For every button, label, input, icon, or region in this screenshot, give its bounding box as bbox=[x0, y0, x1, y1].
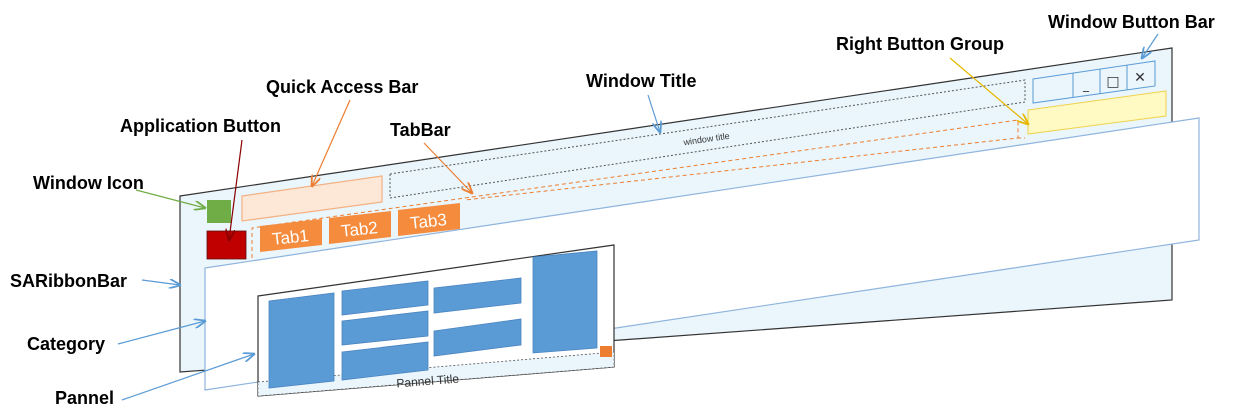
application-button[interactable] bbox=[206, 230, 247, 260]
pannel-large-button[interactable] bbox=[268, 292, 335, 389]
label-quick-access-bar: Quick Access Bar bbox=[266, 77, 418, 97]
tab-tab1[interactable]: Tab1 bbox=[260, 219, 322, 252]
arrow-window-icon bbox=[135, 189, 205, 208]
tab-label: Tab3 bbox=[409, 210, 448, 233]
arrow-pannel bbox=[121, 354, 254, 401]
label-pannel: Pannel bbox=[55, 388, 114, 408]
label-window-button-bar: Window Button Bar bbox=[1048, 12, 1215, 32]
pannel-small-button[interactable] bbox=[341, 280, 429, 316]
tab-label: Tab2 bbox=[340, 218, 379, 241]
arrow-category bbox=[117, 321, 205, 345]
pannel-small-button[interactable] bbox=[433, 277, 522, 314]
quick-access-bar bbox=[241, 175, 383, 222]
window-icon bbox=[207, 200, 231, 223]
window-title-bar bbox=[389, 79, 1026, 199]
arrow-window-button-bar bbox=[1142, 33, 1159, 58]
label-ribbon-bar: SARibbonBar bbox=[10, 271, 127, 291]
pannel-small-button[interactable] bbox=[341, 310, 429, 346]
label-application-button: Application Button bbox=[120, 116, 281, 136]
tab-tab3[interactable]: Tab3 bbox=[398, 203, 460, 236]
label-category: Category bbox=[27, 334, 105, 354]
label-window-title: Window Title bbox=[586, 71, 697, 91]
maximize-icon[interactable]: □ bbox=[1106, 74, 1119, 90]
arrow-window-title bbox=[647, 94, 660, 132]
pannel-title-text: Pannel Title bbox=[396, 372, 460, 391]
arrow-ribbon-bar bbox=[141, 280, 180, 285]
pannel-large-button[interactable] bbox=[532, 250, 598, 354]
window-button-bar: _ □ ✕ bbox=[1032, 60, 1156, 104]
pannel-small-button[interactable] bbox=[433, 318, 522, 357]
arrow-quick-access-bar bbox=[312, 99, 351, 186]
tab-tab2[interactable]: Tab2 bbox=[329, 211, 391, 244]
minimize-icon[interactable]: _ bbox=[1082, 78, 1090, 92]
pannel-small-button[interactable] bbox=[341, 341, 429, 381]
label-window-icon: Window Icon bbox=[33, 173, 144, 193]
tab-label: Tab1 bbox=[271, 226, 310, 249]
label-tab-bar: TabBar bbox=[390, 120, 451, 140]
pannel-title-bar bbox=[257, 351, 615, 397]
arrow-application-button bbox=[229, 139, 243, 240]
arrow-right-button-group bbox=[949, 57, 1028, 124]
close-icon[interactable]: ✕ bbox=[1134, 70, 1146, 86]
pannel-option-button[interactable] bbox=[600, 346, 612, 357]
arrow-tab-bar bbox=[423, 142, 472, 193]
label-right-button-group: Right Button Group bbox=[836, 34, 1004, 54]
